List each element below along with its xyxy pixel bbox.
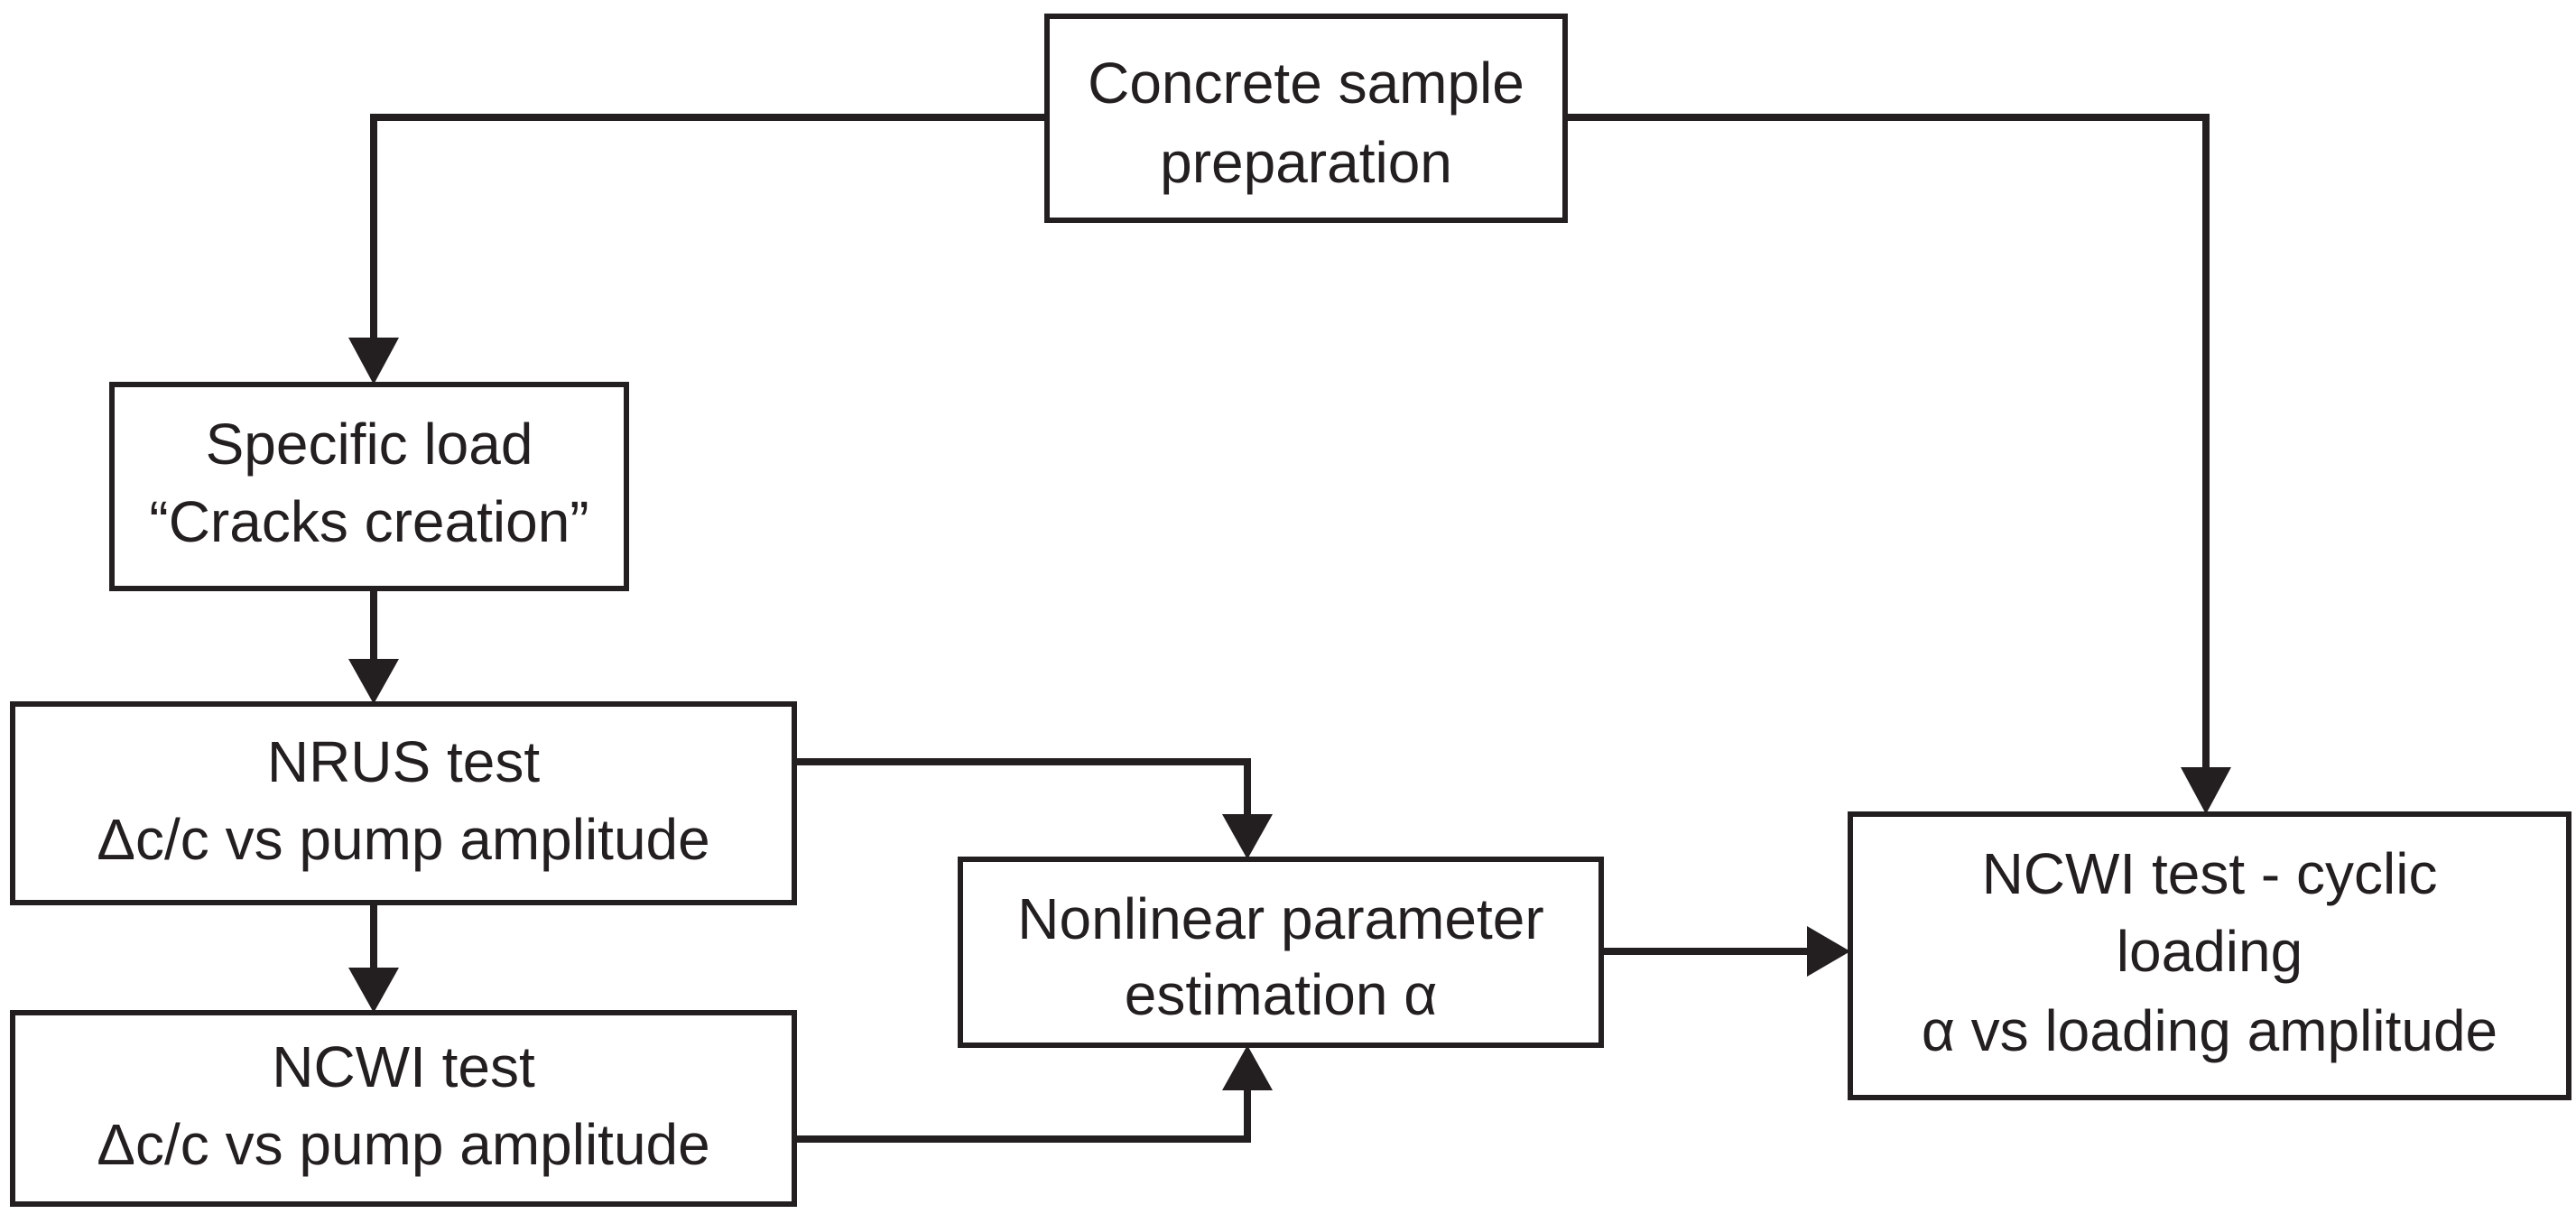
node-sample-preparation-box bbox=[1044, 14, 1568, 223]
node-specific-load-line-1: Specific load bbox=[206, 412, 533, 477]
arrowhead-into-load bbox=[348, 338, 399, 385]
node-ncwi-cyclic: NCWI test - cyclic loading α vs loading … bbox=[1848, 811, 2571, 1100]
connector-ncwi-to-nonlinear bbox=[794, 1087, 1251, 1143]
node-sample-preparation-line-2: preparation bbox=[1160, 130, 1452, 195]
arrowhead-into-nonlinear-top bbox=[1222, 814, 1273, 859]
node-nonlinear-parameter-line-1: Nonlinear parameter bbox=[1017, 886, 1543, 951]
node-ncwi-cyclic-line-2: loading bbox=[2117, 919, 2303, 984]
node-ncwi-cyclic-line-3: α vs loading amplitude bbox=[1922, 998, 2497, 1063]
node-ncwi-cyclic-box bbox=[1848, 811, 2571, 1100]
node-nrus-test: NRUS test Δc/c vs pump amplitude bbox=[10, 701, 797, 905]
node-ncwi-test-line-2: Δc/c vs pump amplitude bbox=[97, 1112, 709, 1177]
connectors bbox=[348, 114, 2231, 1143]
node-sample-preparation: Concrete sample preparation bbox=[1044, 14, 1568, 223]
node-specific-load: Specific load “Cracks creation” bbox=[109, 382, 629, 591]
node-nonlinear-parameter: Nonlinear parameter estimation α bbox=[958, 857, 1604, 1048]
connector-sample-to-load bbox=[370, 114, 1047, 341]
node-ncwi-test: NCWI test Δc/c vs pump amplitude bbox=[10, 1010, 797, 1207]
node-ncwi-cyclic-line-1: NCWI test - cyclic bbox=[1982, 841, 2438, 906]
node-specific-load-box bbox=[109, 382, 629, 591]
node-specific-load-line-2: “Cracks creation” bbox=[149, 489, 588, 554]
connector-nrus-to-nonlinear bbox=[794, 758, 1251, 818]
node-nrus-test-line-2: Δc/c vs pump amplitude bbox=[97, 807, 709, 872]
node-nonlinear-parameter-line-2: estimation α bbox=[1125, 962, 1437, 1027]
connector-sample-to-cyclic bbox=[1565, 114, 2210, 771]
node-nonlinear-parameter-box bbox=[958, 857, 1604, 1048]
arrowhead-into-cyclic-left bbox=[1807, 926, 1850, 977]
node-ncwi-test-line-1: NCWI test bbox=[272, 1034, 535, 1099]
node-ncwi-test-box bbox=[10, 1010, 797, 1207]
arrowhead-into-nonlinear-bottom bbox=[1222, 1045, 1273, 1090]
node-nrus-test-box bbox=[10, 701, 797, 905]
node-sample-preparation-line-1: Concrete sample bbox=[1088, 51, 1524, 116]
arrowhead-into-ncwi bbox=[348, 968, 399, 1013]
arrowhead-into-nrus bbox=[348, 659, 399, 704]
node-nrus-test-line-1: NRUS test bbox=[267, 729, 541, 794]
arrowhead-into-cyclic-top bbox=[2181, 767, 2231, 814]
